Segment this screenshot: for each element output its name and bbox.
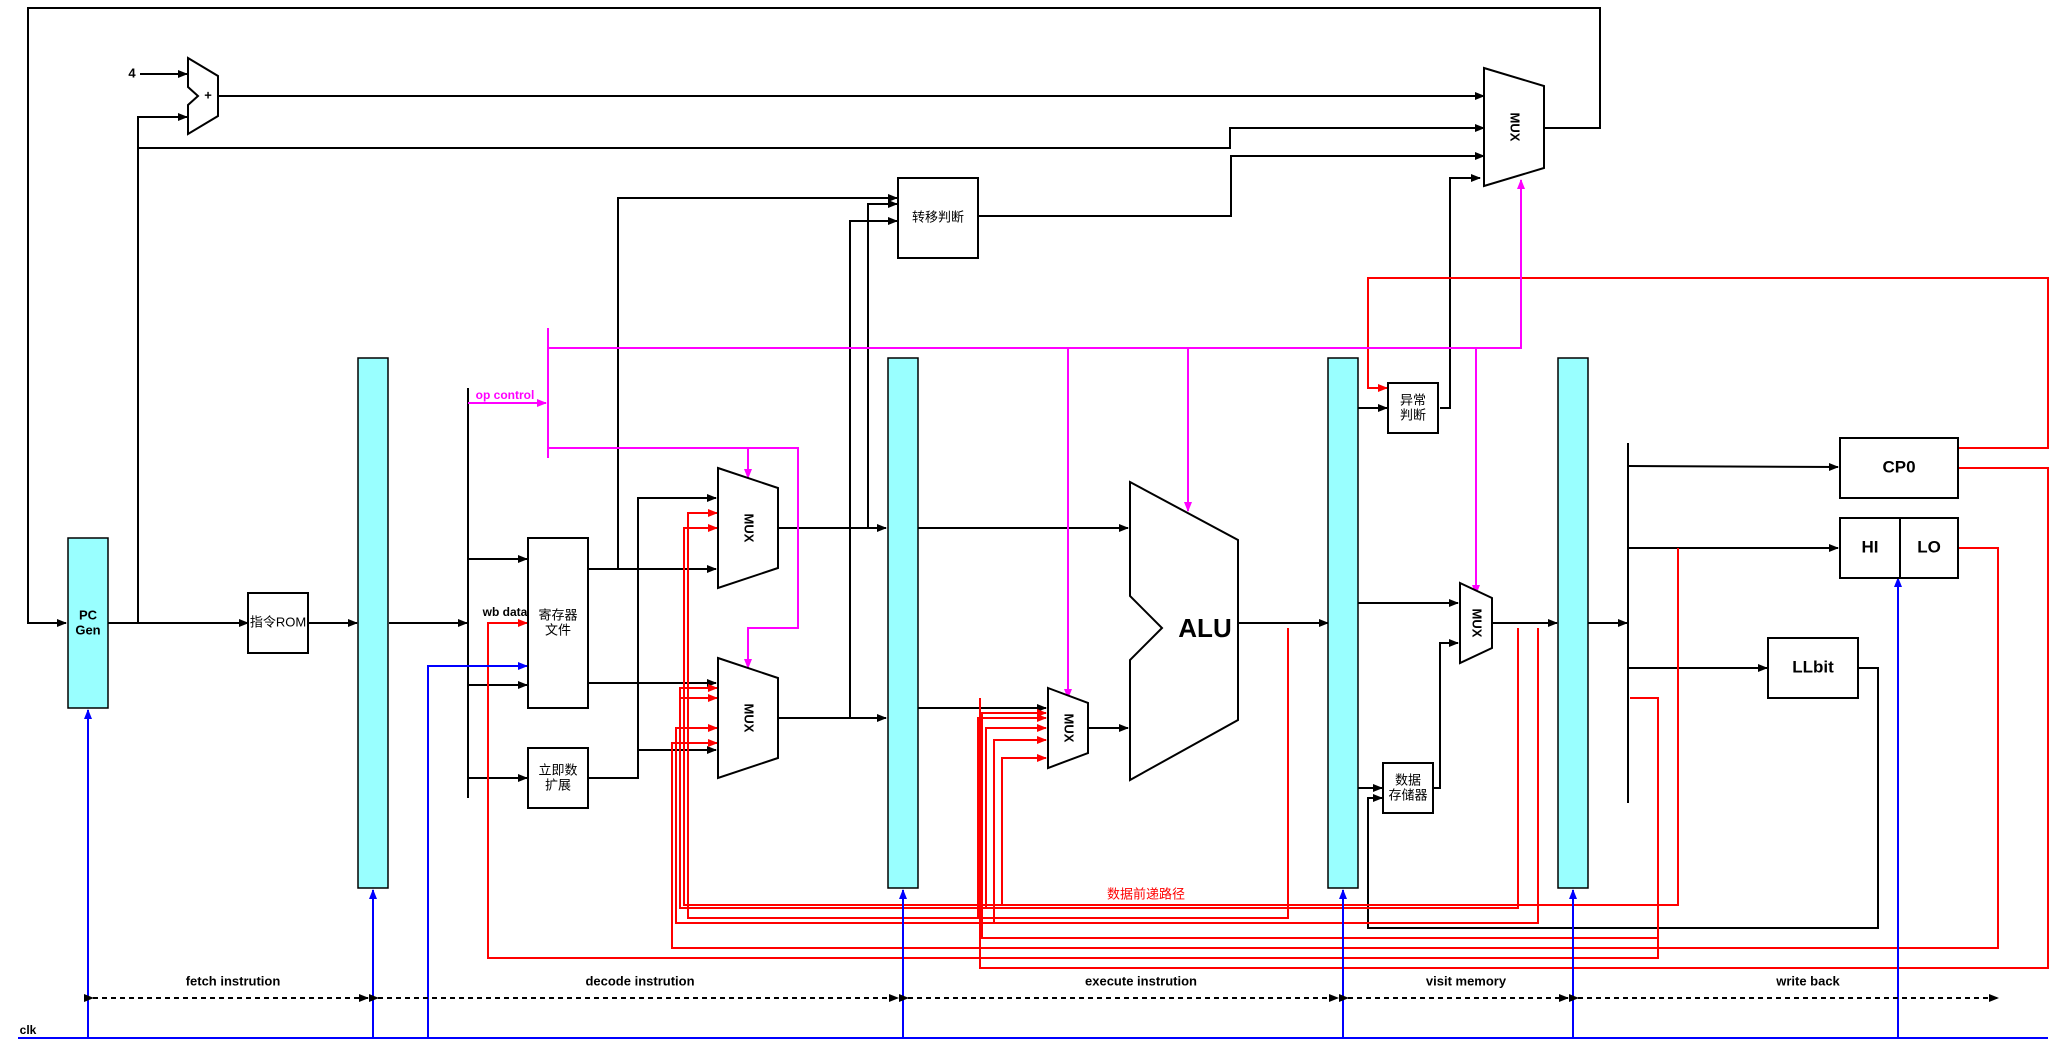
stage-writeback-label: write back bbox=[1775, 973, 1840, 988]
operand-a-mux bbox=[717, 466, 779, 590]
data-mem-label-line1: 数据 bbox=[1395, 772, 1421, 787]
pc-mux bbox=[1483, 66, 1545, 188]
op-control-label: op control bbox=[476, 388, 535, 402]
cp0-block bbox=[1839, 437, 1959, 499]
exception-label-line1: 异常 bbox=[1400, 392, 1426, 407]
branch-judge-label: 转移判断 bbox=[912, 209, 964, 224]
forwarding-wires bbox=[487, 277, 2049, 969]
data-wires bbox=[27, 7, 1879, 929]
imm-ext-block bbox=[527, 747, 589, 809]
alu-b-mux bbox=[1047, 686, 1089, 770]
pc-adder bbox=[187, 56, 219, 136]
control-wires bbox=[468, 179, 1525, 699]
regfile-label-line2: 文件 bbox=[545, 622, 571, 637]
inst-rom-label: 指令ROM bbox=[250, 614, 306, 629]
adder-label: + bbox=[204, 87, 212, 102]
stage-fetch-label: fetch instrution bbox=[186, 973, 281, 988]
if-id-register bbox=[357, 357, 389, 889]
forward-path-label: 数据前递路径 bbox=[1107, 886, 1185, 901]
mem-result-mux bbox=[1459, 581, 1493, 665]
mem-wb-register bbox=[1557, 357, 1589, 889]
lo-block bbox=[1899, 517, 1959, 579]
imm-ext-label-line1: 立即数 bbox=[538, 762, 577, 777]
operand-b-mux bbox=[717, 656, 779, 780]
stage-execute-label: execute instrution bbox=[1085, 973, 1197, 988]
pc-gen-label-line2: Gen bbox=[75, 622, 100, 637]
clk-label: clk bbox=[20, 1023, 37, 1037]
clock-wires bbox=[18, 577, 2048, 1039]
hi-label: HI bbox=[1862, 537, 1879, 556]
branch-judge-block bbox=[897, 177, 979, 259]
regfile-block bbox=[527, 537, 589, 709]
alu-b-mux-label: MUX bbox=[1062, 714, 1077, 743]
operand-b-mux-label: MUX bbox=[742, 704, 757, 733]
ex-mem-register bbox=[1327, 357, 1359, 889]
id-ex-register bbox=[887, 357, 919, 889]
pc-mux-label: MUX bbox=[1508, 113, 1523, 142]
regfile-label-line1: 寄存器 bbox=[538, 607, 577, 622]
inst-rom-block bbox=[247, 592, 309, 654]
lo-label: LO bbox=[1917, 537, 1941, 556]
stage-memory-label: visit memory bbox=[1426, 973, 1507, 988]
llbit-block bbox=[1767, 637, 1859, 699]
llbit-label: LLbit bbox=[1792, 657, 1834, 676]
hi-block bbox=[1839, 517, 1901, 579]
imm-ext-label-line2: 扩展 bbox=[545, 777, 571, 792]
operand-a-mux-label: MUX bbox=[742, 514, 757, 543]
pc-gen-register bbox=[67, 537, 109, 709]
stage-decode-label: decode instrution bbox=[585, 973, 694, 988]
exception-label-line2: 判断 bbox=[1400, 407, 1426, 422]
const-four-label: 4 bbox=[128, 65, 136, 80]
data-mem-label-line2: 存储器 bbox=[1388, 787, 1427, 802]
alu-label: ALU bbox=[1178, 613, 1231, 643]
exception-judge-block bbox=[1387, 382, 1439, 434]
data-mem-block bbox=[1382, 762, 1434, 814]
cp0-label: CP0 bbox=[1882, 457, 1915, 476]
alu-block bbox=[1129, 480, 1239, 782]
pc-gen-label-line1: PC bbox=[79, 607, 98, 622]
wb-data-label: wb data bbox=[482, 605, 528, 619]
mem-result-mux-label: MUX bbox=[1470, 609, 1485, 638]
